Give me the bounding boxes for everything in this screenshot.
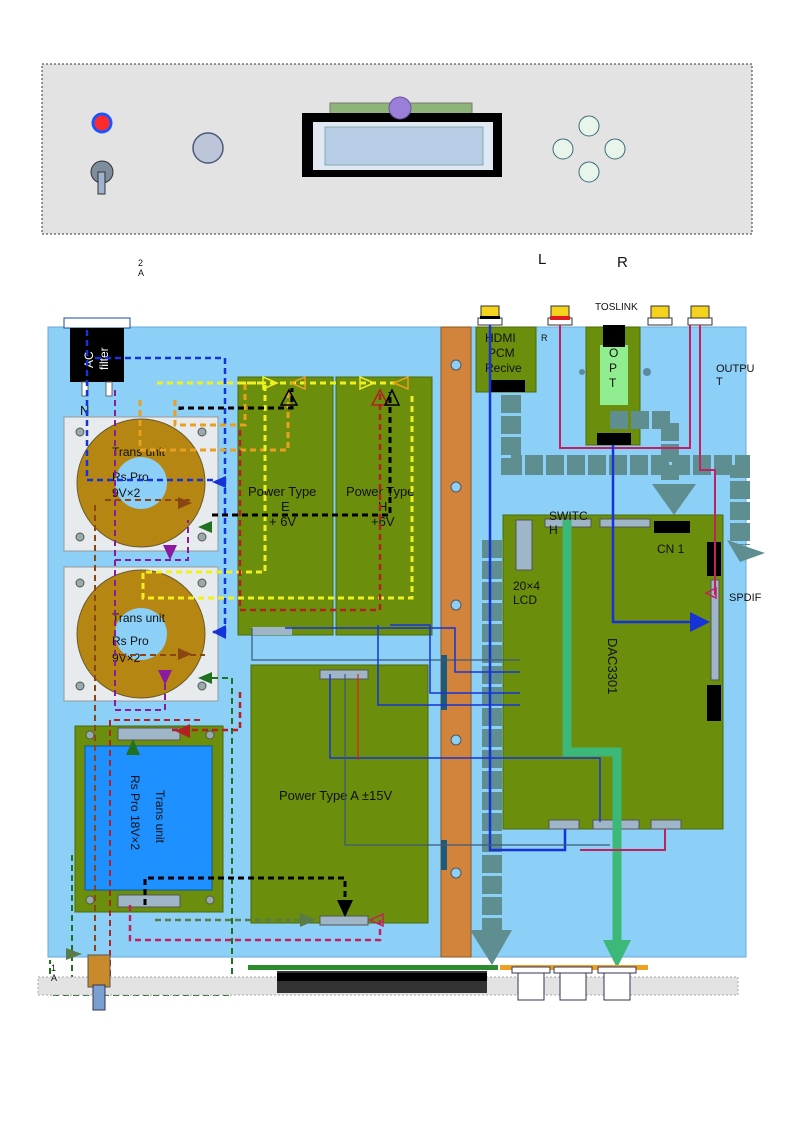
toggle-switch[interactable] [90, 160, 114, 195]
power-board-h [335, 376, 433, 636]
ac-filter-label-2: filter [97, 347, 111, 370]
toroid-transformer-1 [63, 416, 219, 552]
power-e-label-1: Power Type [248, 484, 316, 499]
trans-unit-3 [74, 725, 224, 913]
rs-pro-1-label: Rs Pro [112, 470, 149, 484]
power-h-label-1: Power Type [346, 484, 414, 499]
power-led [91, 112, 113, 134]
power-a-label: Power Type A ±15V [279, 788, 392, 803]
power-e-label-3: + 6V [269, 514, 296, 529]
duct-arrow-3 [470, 930, 512, 965]
ac-filter-label-1: AC [82, 351, 96, 368]
spec-1-label: 9V×2 [112, 486, 141, 500]
power-h-label-3: +6V [371, 514, 395, 529]
hdmi-board [475, 326, 537, 393]
rs-pro-2-label: Rs Pro [112, 634, 149, 648]
power-board-a [250, 664, 429, 926]
power-wires [49, 330, 414, 996]
arrow-markers [66, 375, 717, 960]
lcd-label-2: LCD [513, 593, 537, 607]
fuse-holder [87, 954, 111, 1011]
duct-arrow-1 [652, 484, 696, 515]
rotary-knob[interactable] [192, 132, 224, 164]
hdmi-label-1: HDMI [485, 331, 516, 345]
opt-label-2: P [609, 361, 617, 375]
switch-label-2: H [549, 523, 558, 537]
spec-2-label: 9V×2 [112, 651, 141, 665]
toroid-transformer-2 [63, 566, 219, 702]
hdmi-label-3: Recive [485, 361, 522, 375]
front-panel [41, 63, 753, 235]
channel-r-label: R [617, 254, 628, 271]
opt-label-1: O [609, 346, 618, 360]
switch-label-1: SWITC [549, 509, 588, 523]
fuse-1a-unit: A [51, 973, 57, 983]
hdmi-label-2: PCM [488, 346, 515, 360]
green-bus-arrow [603, 940, 631, 968]
channel-l-label: L [538, 251, 546, 268]
toslink-label: TOSLINK [595, 302, 638, 313]
trans-unit-2-label: Trans unit [112, 611, 166, 625]
fuse-2a-unit: A [138, 268, 144, 278]
opt-label-3: T [609, 376, 617, 390]
duct-arrow-2 [727, 540, 765, 562]
green-bus [562, 520, 622, 945]
fuse-2a-num: 2 [138, 258, 143, 268]
dac-label: DAC3301 [605, 638, 620, 694]
copper-bus-bar [440, 326, 472, 958]
signal-wires [251, 325, 716, 852]
power-h-label-2: H [378, 499, 387, 514]
navigation-buttons[interactable] [552, 115, 626, 183]
cn1-label: CN 1 [657, 542, 685, 556]
rear-connectors [477, 305, 713, 326]
rs-pro-3-label: Rs Pro 18V×2 [128, 775, 142, 850]
lcd-display [302, 96, 502, 177]
power-board-e [237, 376, 334, 636]
fuse-1a-num: 1 [51, 963, 56, 973]
lcd-label-1: 20×4 [513, 579, 540, 593]
trans-unit-1-label: Trans unit [112, 445, 166, 459]
ac-filter [63, 317, 131, 397]
hdmi-r-label: R [541, 333, 548, 343]
n-label: N [80, 403, 89, 418]
output-label-2: T [716, 376, 723, 388]
spdif-label: SPDIF [729, 592, 762, 604]
trans-unit-3-label: Trans unit [153, 790, 167, 844]
output-label-1: OUTPU [716, 363, 755, 375]
power-e-label-2: E [281, 499, 290, 514]
rear-panel [37, 965, 739, 1001]
